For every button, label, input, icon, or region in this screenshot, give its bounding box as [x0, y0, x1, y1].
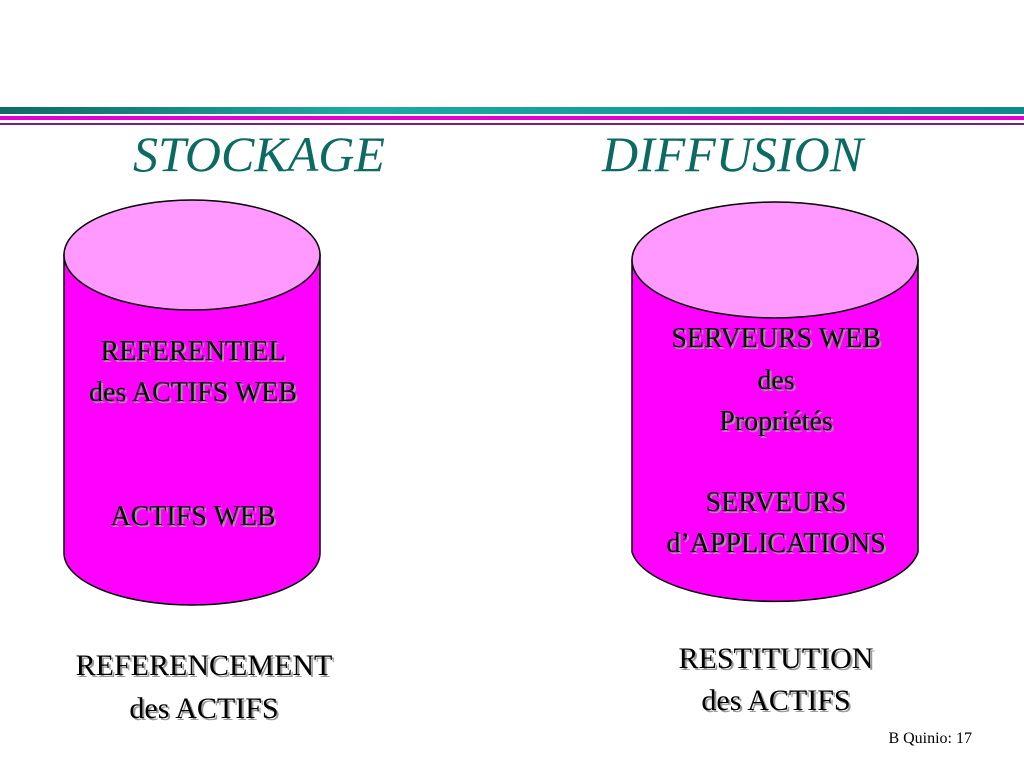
left-cylinder-line2: des ACTIFS WEB — [89, 377, 297, 408]
caption-left-line1: REFERENCEMENT — [75, 649, 333, 682]
header-rule-purple — [0, 123, 1024, 125]
right-cylinder-line4: SERVEURS — [705, 487, 847, 518]
right-cylinder-shape — [630, 200, 922, 612]
left-cylinder-line1: REFERENTIEL — [100, 336, 286, 367]
heading-diffusion: DIFFUSION — [602, 126, 864, 182]
caption-right-line1: RESTITUTION — [678, 642, 874, 675]
right-cylinder-line2: des — [757, 365, 795, 396]
caption-right-line2: des ACTIFS — [701, 684, 851, 717]
left-cylinder-shape — [62, 198, 324, 608]
page-footer: B Quinio: 17 — [888, 730, 972, 747]
right-cylinder-line1: SERVEURS WEB — [671, 323, 881, 354]
caption-left-line2: des ACTIFS — [129, 692, 279, 725]
right-cylinder-line5: d’APPLICATIONS — [666, 528, 886, 559]
header-rule-magenta — [0, 116, 1024, 120]
header-rule-teal — [0, 107, 1024, 114]
right-cylinder-line3: Propriétés — [719, 406, 833, 437]
heading-stockage: STOCKAGE — [133, 126, 385, 182]
left-cylinder-line3: ACTIFS WEB — [110, 501, 276, 532]
